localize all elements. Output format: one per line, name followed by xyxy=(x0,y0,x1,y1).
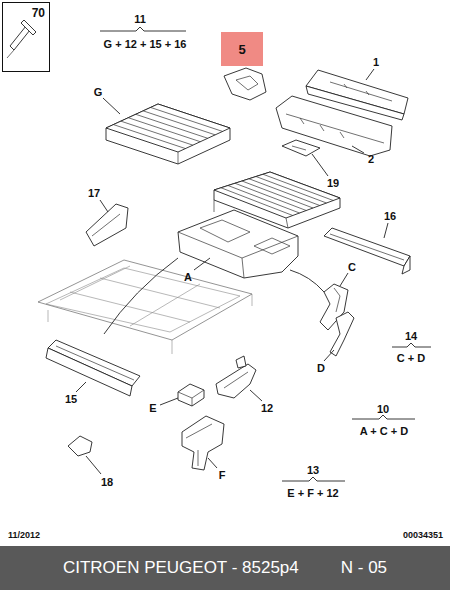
footer-note: 11/2012 xyxy=(8,531,40,540)
callout-number: 12 xyxy=(261,403,273,414)
rivet-icon xyxy=(7,20,36,58)
callout-number: G + 12 + 15 + 16 xyxy=(104,39,187,50)
callout-number: 18 xyxy=(101,477,113,488)
highlight-box: 5 xyxy=(221,32,263,66)
group-brace xyxy=(100,27,431,481)
plate-18 xyxy=(68,436,92,456)
footer-text: N - 05 xyxy=(341,558,387,578)
callout-number: A + C + D xyxy=(360,426,409,437)
callout-number: A xyxy=(184,272,192,283)
bracket-d xyxy=(330,312,354,356)
callout-number: 17 xyxy=(88,188,100,199)
callout-number: 19 xyxy=(327,178,339,189)
callout-box: 70 xyxy=(2,2,50,72)
footer-band: CITROEN PEUGEOT - 8525p4 N - 05 xyxy=(0,546,450,590)
floor-panel-g xyxy=(106,104,230,164)
floor-assembly-a xyxy=(178,172,340,278)
callout-number: 10 xyxy=(377,404,389,415)
callout-number: G xyxy=(94,87,103,98)
callout-number: 13 xyxy=(307,465,319,476)
footer-text: CITROEN PEUGEOT - 8525p4 xyxy=(63,558,299,578)
callout-number: 14 xyxy=(405,331,417,342)
bracket-e xyxy=(178,384,204,406)
rear-panel xyxy=(276,96,392,156)
bracket-f xyxy=(182,416,224,470)
callout-number: 16 xyxy=(384,211,396,222)
callout-number: C + D xyxy=(397,353,425,364)
leader-line xyxy=(76,69,388,474)
callout-number: 15 xyxy=(65,394,77,405)
reinforcement-plate xyxy=(282,140,320,156)
sill-15 xyxy=(46,340,140,396)
callout-number: 70 xyxy=(32,6,45,20)
callout-number: C xyxy=(348,262,356,273)
callout-number: 5 xyxy=(238,42,245,57)
callout-number: D xyxy=(317,363,325,374)
bracket-part xyxy=(224,68,266,100)
callout-number: 1 xyxy=(373,57,379,68)
footer-note: 00034351 xyxy=(403,531,443,540)
chassis-frame xyxy=(38,260,252,354)
bracket-12 xyxy=(216,356,256,398)
callout-number: 11 xyxy=(134,14,146,25)
sill-16 xyxy=(324,228,410,274)
callout-number: 2 xyxy=(368,154,374,165)
callout-number: E + F + 12 xyxy=(287,488,338,499)
callout-number: E xyxy=(149,403,156,414)
callout-number: F xyxy=(219,470,226,481)
